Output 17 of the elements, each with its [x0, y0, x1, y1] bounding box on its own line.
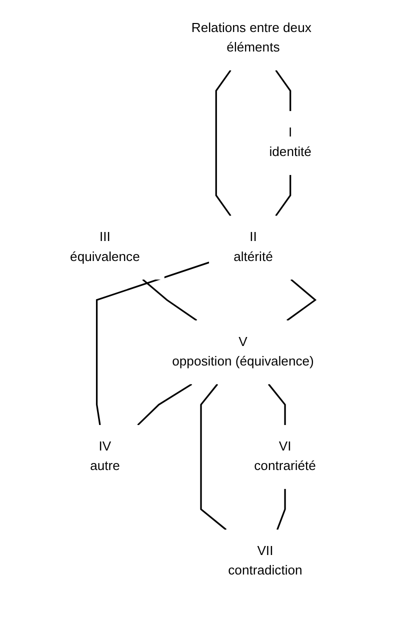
- connector: [137, 383, 192, 426]
- node-text: I identité: [269, 126, 312, 160]
- node-text: VI contrariété: [254, 440, 316, 474]
- connector: [276, 488, 286, 530]
- node-text: Relations entre deux éléments: [191, 21, 312, 55]
- connector: [275, 70, 292, 112]
- node-text: IV autre: [90, 440, 120, 474]
- connector: [142, 278, 198, 322]
- connector: [268, 384, 286, 426]
- connector: [200, 384, 227, 530]
- connector: [215, 70, 232, 216]
- connector: [275, 174, 292, 216]
- node-text: III équivalence: [70, 230, 140, 264]
- node-text: VII contradiction: [228, 544, 302, 578]
- connector: [96, 262, 210, 426]
- node-text: II altérité: [234, 230, 273, 264]
- node-text: V opposition (équivalence): [172, 335, 314, 369]
